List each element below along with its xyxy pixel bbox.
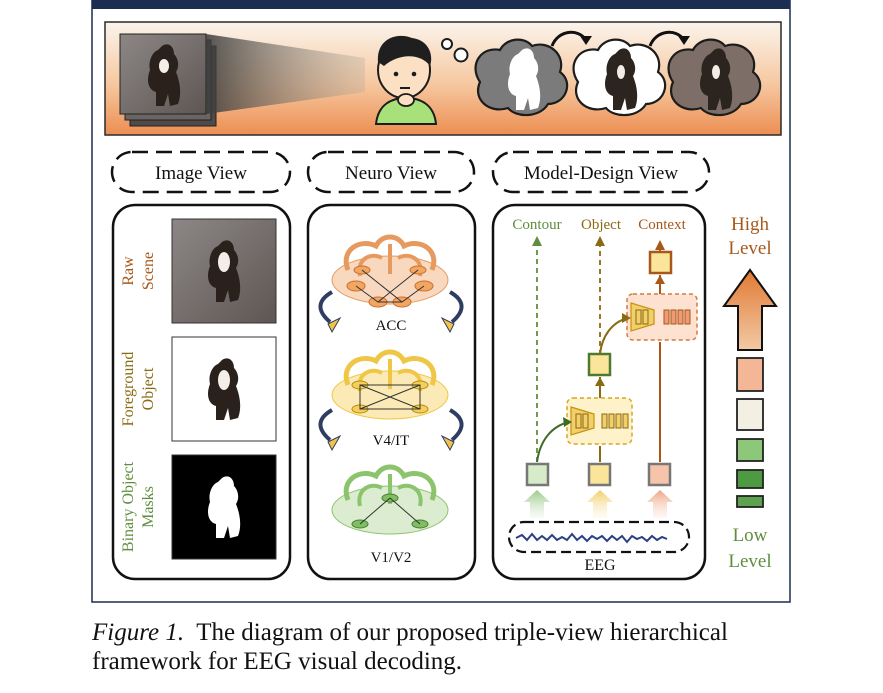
neuro-cycle-arrows xyxy=(318,290,464,442)
brain-v1-v2 xyxy=(332,467,448,534)
thought-cloud-context xyxy=(667,38,762,117)
acc-label: ACC xyxy=(376,318,407,334)
image-view-header: Image View xyxy=(110,150,292,194)
cycle-arrowheads xyxy=(327,316,455,452)
level-bar-stack xyxy=(736,357,764,508)
thinking-person-icon xyxy=(374,35,438,125)
binary-mask-image xyxy=(171,454,277,560)
eeg-token-low xyxy=(525,462,550,487)
eeg-label: EEG xyxy=(584,557,616,574)
brain-v4-it xyxy=(332,352,448,419)
output-arrowheads xyxy=(532,236,665,250)
image-view-label: Image View xyxy=(155,163,247,184)
arrow-head-1 xyxy=(580,36,592,45)
thought-cloud-mask xyxy=(474,38,569,117)
output-contour-label: Contour xyxy=(512,217,561,233)
model-view-header: Model-Design View xyxy=(491,150,711,194)
vision-beam xyxy=(206,34,365,114)
neuro-view-header: Neuro View xyxy=(306,150,476,194)
thought-bubble-dots xyxy=(441,38,469,63)
up-arrow-low xyxy=(524,490,550,518)
figure-caption: Figure 1. The diagram of our proposed tr… xyxy=(92,618,812,676)
v4-it-label: V4/IT xyxy=(373,433,410,449)
up-arrow-mid xyxy=(587,490,613,518)
eeg-token-high xyxy=(647,462,672,487)
arrow-head-2 xyxy=(678,36,690,45)
model-view-label: Model-Design View xyxy=(524,163,678,184)
output-context-label: Context xyxy=(638,217,686,233)
up-arrow-high xyxy=(647,490,673,518)
connection-arrowheads xyxy=(563,275,665,427)
thought-cloud-object xyxy=(572,38,667,117)
figure-number: Figure 1. xyxy=(92,619,185,646)
context-token xyxy=(648,250,673,275)
level-arrow-up xyxy=(722,268,778,351)
eeg-token-mid xyxy=(587,462,612,487)
context-decoder-block xyxy=(626,293,698,341)
caption-line-2: framework for EEG visual decoding. xyxy=(92,648,463,675)
object-token xyxy=(587,352,612,377)
v1-v2-label: V1/V2 xyxy=(371,550,412,566)
output-object-label: Object xyxy=(581,217,622,233)
top-title-bar xyxy=(92,0,790,9)
brain-acc xyxy=(332,237,448,308)
caption-line-1: The diagram of our proposed triple-view … xyxy=(196,619,728,646)
eeg-waveform xyxy=(515,532,668,544)
neuro-view-label: Neuro View xyxy=(345,163,437,184)
photo-stack xyxy=(119,33,217,127)
